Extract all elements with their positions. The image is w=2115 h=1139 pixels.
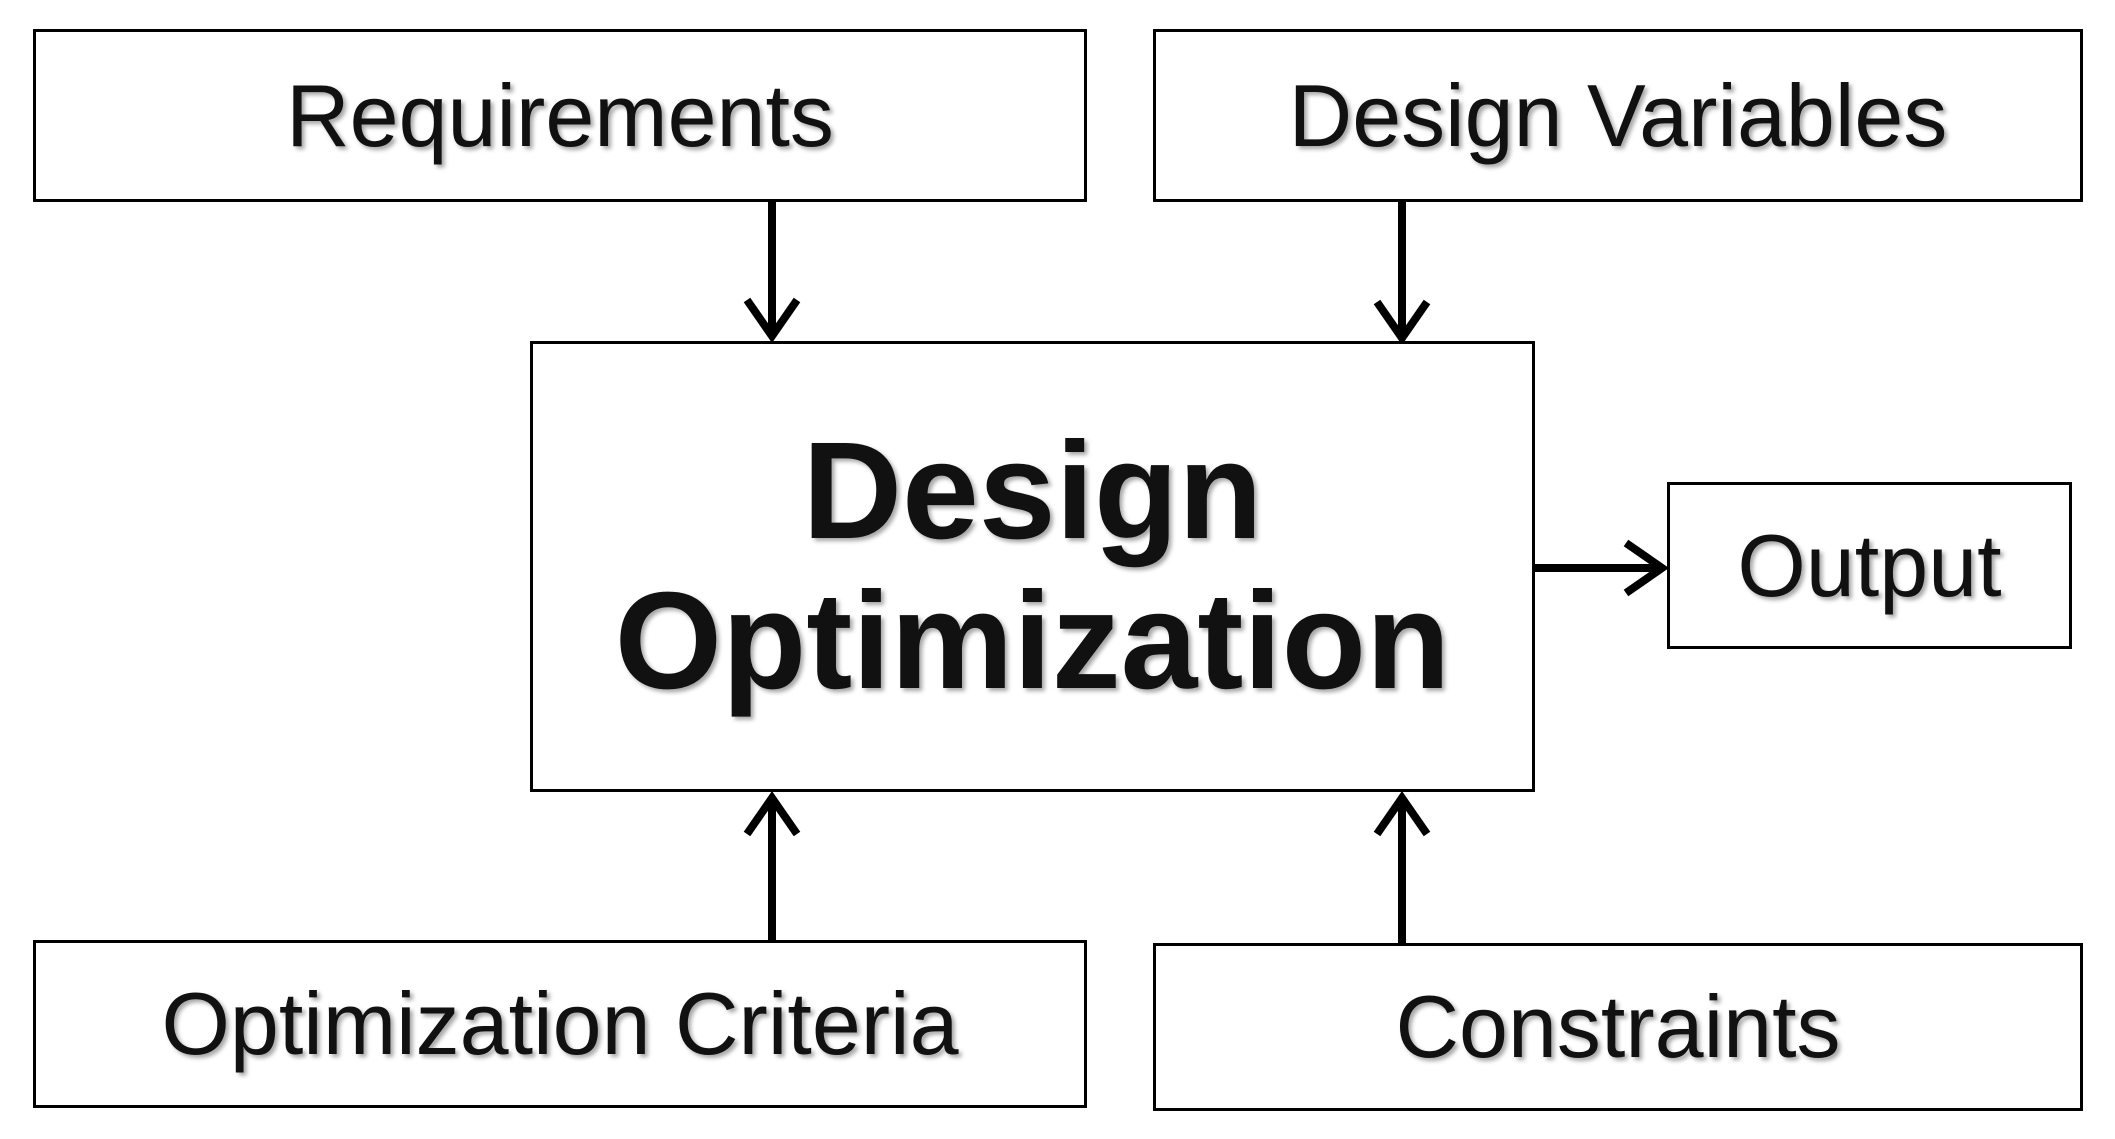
output-label: Output: [1737, 515, 2002, 615]
requirements-label: Requirements: [286, 65, 834, 165]
optimization-criteria-box: Optimization Criteria: [33, 940, 1087, 1108]
constraints-label: Constraints: [1395, 977, 1841, 1076]
arrow-center-to-output: [1535, 539, 1670, 597]
design-variables-label: Design Variables: [1288, 65, 1948, 165]
design-optimization-line2: Optimization: [614, 563, 1451, 718]
requirements-box: Requirements: [33, 29, 1087, 202]
design-optimization-label: Design Optimization: [615, 417, 1451, 715]
constraints-box: Constraints: [1153, 943, 2083, 1111]
design-variables-box: Design Variables: [1153, 29, 2083, 202]
design-optimization-line1: Design: [802, 414, 1263, 569]
optimization-criteria-label: Optimization Criteria: [161, 974, 959, 1073]
arrow-design-variables-to-center: [1373, 202, 1431, 346]
arrow-constraints-to-center: [1373, 790, 1431, 943]
arrow-requirements-to-center: [743, 202, 801, 344]
output-box: Output: [1667, 482, 2072, 649]
design-optimization-box: Design Optimization: [530, 341, 1535, 792]
arrow-optimization-criteria-to-center: [743, 790, 801, 940]
